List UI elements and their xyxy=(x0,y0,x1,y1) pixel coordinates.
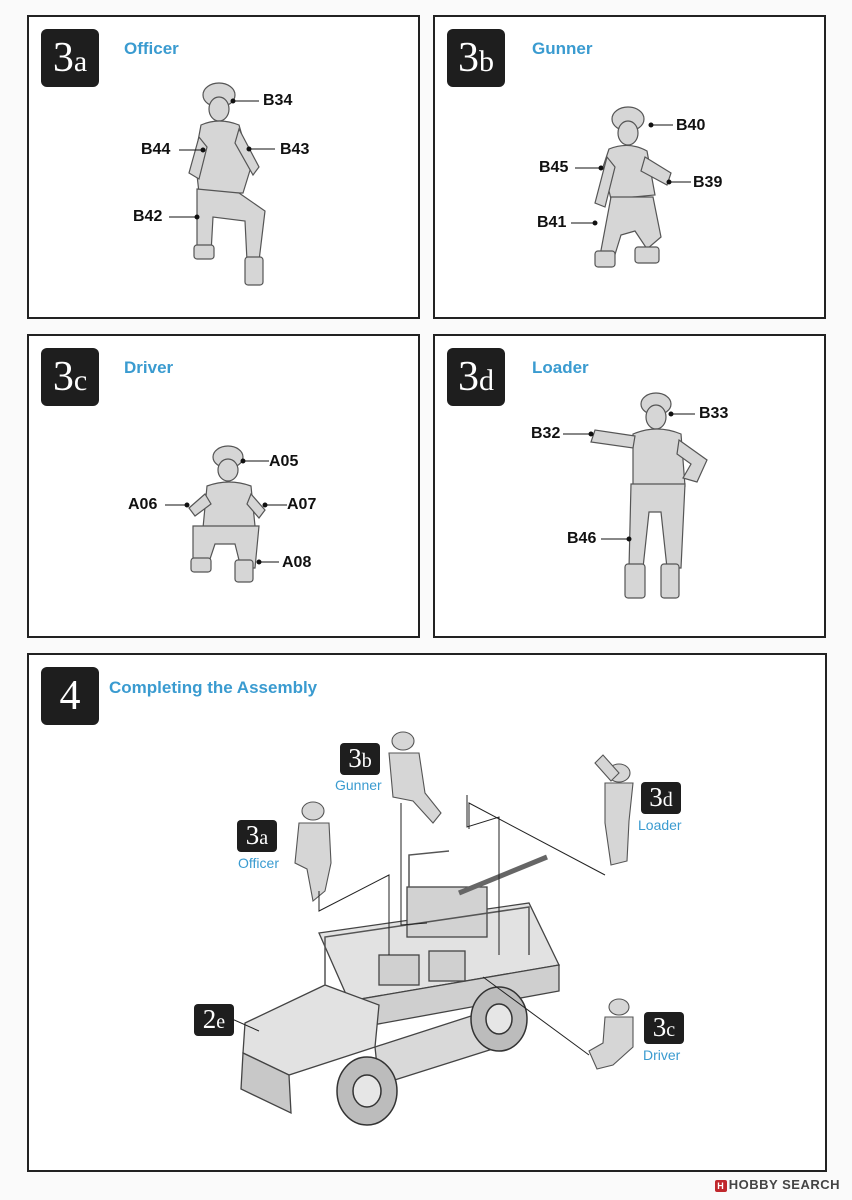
ref-caption-loader: Loader xyxy=(638,817,682,833)
officer-leader-lines xyxy=(169,98,275,220)
step-title-loader: Loader xyxy=(532,358,589,377)
officer-figure-illustration xyxy=(188,82,266,286)
step-title-driver: Driver xyxy=(124,358,174,377)
step-badge-4: 4 xyxy=(41,667,99,725)
callout-b44: B44 xyxy=(141,141,171,158)
callout-b33: B33 xyxy=(699,405,729,422)
step-title-officer: Officer xyxy=(124,39,179,58)
callout-b43: B43 xyxy=(280,141,310,158)
ref-caption-driver: Driver xyxy=(643,1047,681,1063)
callout-a07: A07 xyxy=(287,496,317,513)
callout-b34: B34 xyxy=(263,92,293,109)
driver-figure-illustration xyxy=(188,445,266,583)
assembly-figures-illustration xyxy=(294,731,634,1070)
step-title-completing-assembly: Completing the Assembly xyxy=(109,678,318,697)
gunner-figure-illustration xyxy=(594,106,672,268)
step-title-gunner: Gunner xyxy=(532,39,593,58)
gunner-leader-lines xyxy=(571,122,691,226)
callout-b41: B41 xyxy=(537,214,567,231)
placement-guide-lines xyxy=(222,795,606,1056)
driver-leader-lines xyxy=(165,458,287,565)
callout-b45: B45 xyxy=(539,159,569,176)
hobby-search-logo-icon: H xyxy=(714,1180,727,1192)
callout-b42: B42 xyxy=(133,208,163,225)
ref-caption-officer: Officer xyxy=(238,855,279,871)
panel-4: 4 Completing the Assembly xyxy=(27,653,827,1172)
callout-b39: B39 xyxy=(693,174,723,191)
loader-figure-illustration xyxy=(590,392,708,599)
loader-leader-lines xyxy=(563,411,695,542)
callout-b46: B46 xyxy=(567,530,597,547)
ref-caption-gunner: Gunner xyxy=(335,777,382,793)
callout-a05: A05 xyxy=(269,453,299,470)
callout-b32: B32 xyxy=(531,425,561,442)
callout-b40: B40 xyxy=(676,117,706,134)
callout-a06: A06 xyxy=(128,496,158,513)
weapons-carrier-vehicle-illustration xyxy=(240,850,560,1126)
callout-a08: A08 xyxy=(282,554,312,571)
